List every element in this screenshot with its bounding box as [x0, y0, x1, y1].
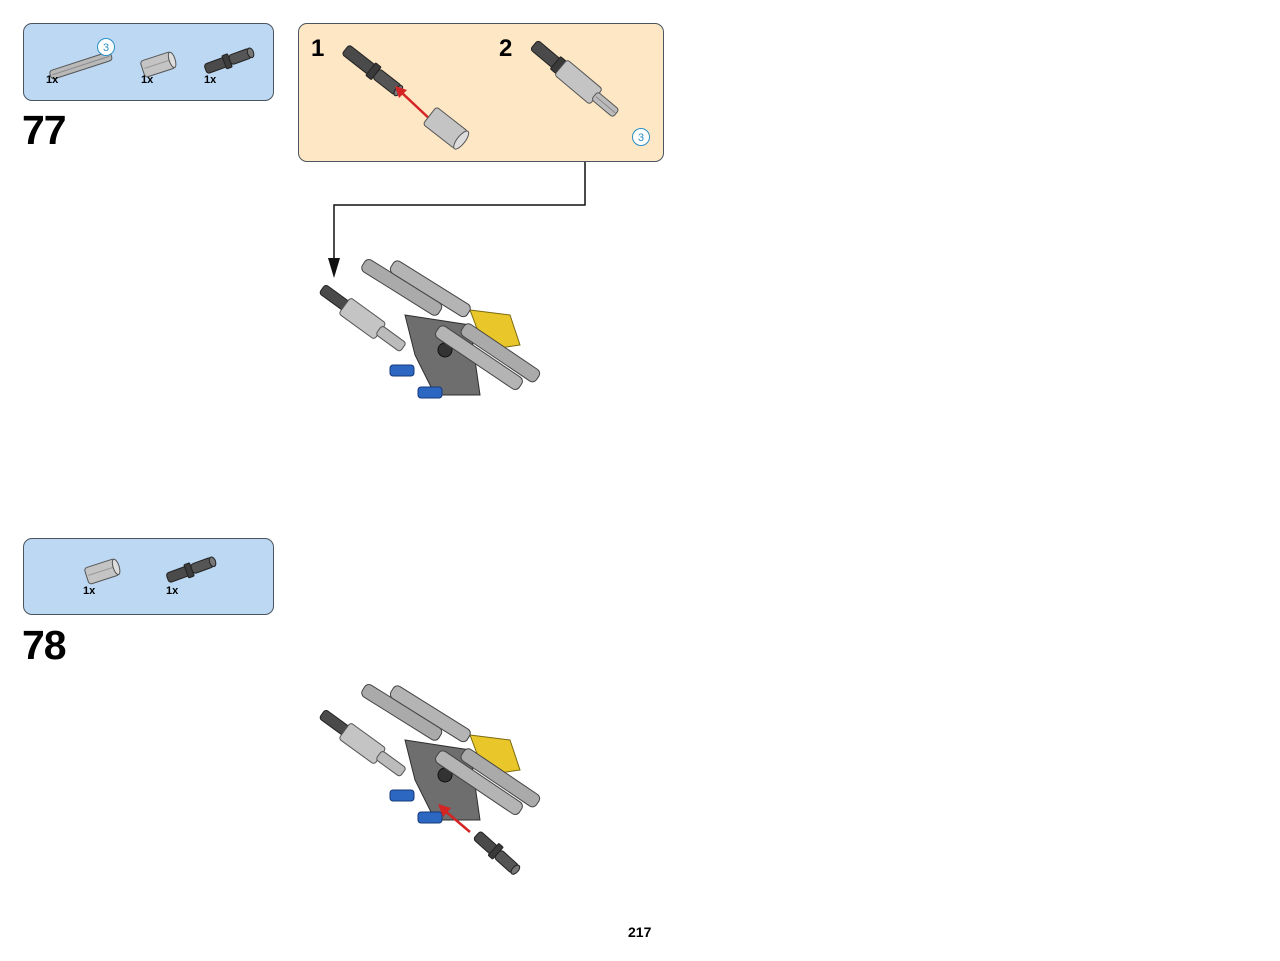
- sub-assembly-panel: 1 2 3: [298, 23, 664, 162]
- substep-2-illustration: [530, 40, 619, 117]
- step-number: 78: [22, 622, 67, 668]
- part-quantity: 1x: [83, 585, 96, 597]
- step-77-model-illustration: [319, 259, 541, 399]
- axle-connector-part-image: [140, 51, 177, 78]
- step-77-parts-panel: 3 1x 1x 1x: [23, 23, 274, 101]
- page-number: 217: [628, 924, 652, 940]
- step-78-model-illustration: [319, 684, 541, 875]
- substep-number: 2: [499, 35, 513, 62]
- substep-1-illustration: [342, 45, 470, 150]
- axle-3-part-image: [49, 51, 113, 80]
- axle-length-badge: 3: [97, 38, 115, 56]
- part-quantity: 1x: [166, 585, 179, 597]
- part-quantity: 1x: [141, 74, 154, 86]
- part-quantity: 1x: [46, 74, 59, 86]
- step-number: 77: [22, 107, 67, 153]
- pin-with-axle-part-image: [166, 556, 217, 583]
- step-78-parts-panel: 1x 1x: [23, 538, 274, 615]
- substep-number: 1: [311, 35, 325, 62]
- axle-length-badge: 3: [632, 128, 650, 146]
- pin-with-axle-part-image: [204, 47, 255, 74]
- part-quantity: 1x: [204, 74, 217, 86]
- axle-connector-part-image: [84, 558, 121, 585]
